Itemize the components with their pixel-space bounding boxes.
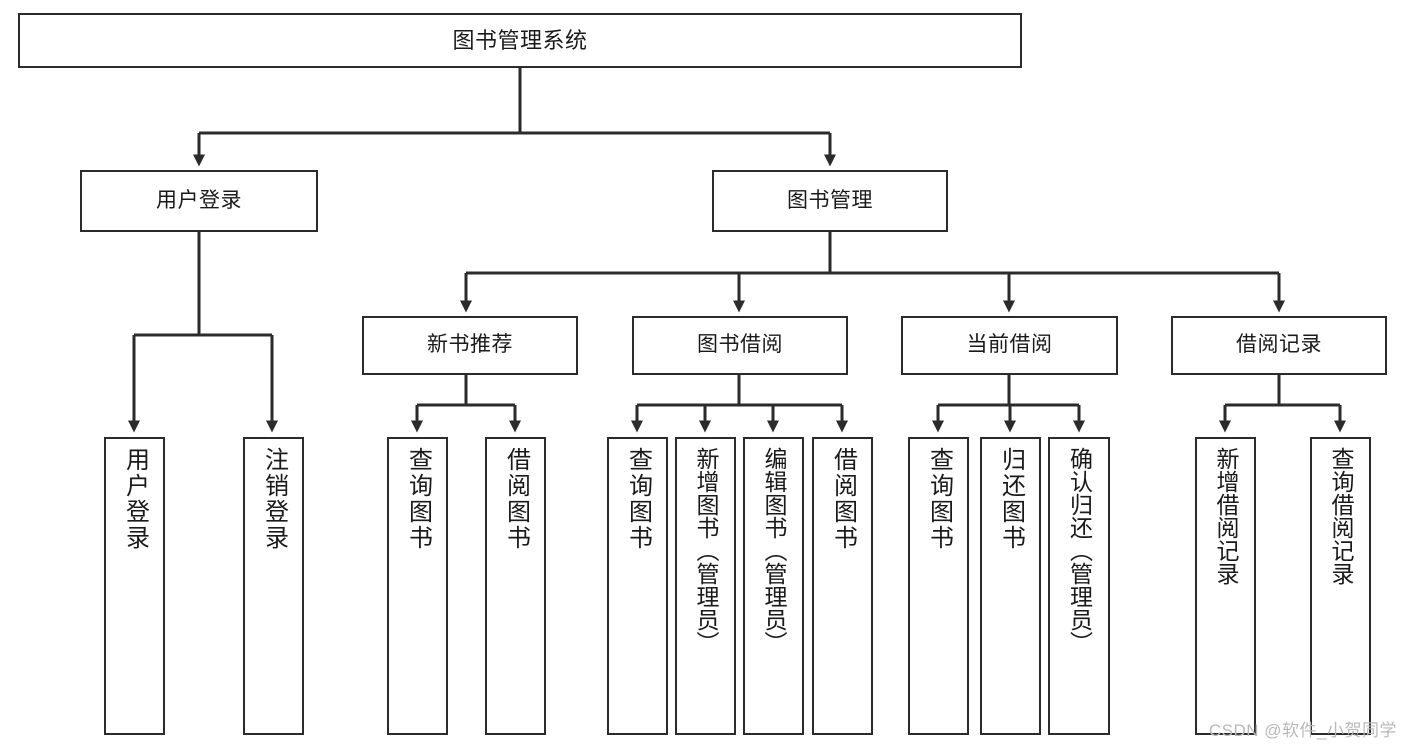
node-label: 查询借阅记录 [1328,447,1354,585]
node-label: 注销登录 [260,447,288,551]
node-label: 用户登录 [156,188,242,212]
node-label: 当前借阅 [966,333,1053,357]
leaf-add-book-admin[interactable]: 新增图书（管理员） [675,437,736,735]
watermark-text: CSDN @软件_小贺同学 [1208,721,1397,740]
node-book-management[interactable]: 图书管理 [712,170,948,232]
leaf-edit-book-admin[interactable]: 编辑图书（管理员） [743,437,804,735]
node-label: 借阅图书 [829,447,857,551]
leaf-return-book[interactable]: 归还图书 [980,437,1041,735]
leaf-borrow-book-2[interactable]: 借阅图书 [812,437,873,735]
node-label: 归还图书 [997,447,1025,551]
node-label: 确认归还（管理员） [1066,447,1093,654]
leaf-query-book-2[interactable]: 查询图书 [607,437,668,735]
node-book-borrowing[interactable]: 图书借阅 [632,316,848,375]
leaf-confirm-return-admin[interactable]: 确认归还（管理员） [1048,437,1110,735]
node-current-borrowing[interactable]: 当前借阅 [901,316,1118,375]
node-label: 查询图书 [925,447,953,551]
node-label: 借阅图书 [502,447,530,551]
leaf-query-book-1[interactable]: 查询图书 [387,437,448,735]
leaf-logout[interactable]: 注销登录 [243,437,304,735]
node-new-book-recommendation[interactable]: 新书推荐 [362,316,578,375]
node-label: 用户登录 [121,447,149,551]
node-label: 图书借阅 [697,333,783,357]
leaf-query-book-3[interactable]: 查询图书 [908,437,969,735]
node-borrow-records[interactable]: 借阅记录 [1171,316,1387,375]
node-label: 查询图书 [624,447,652,551]
leaf-user-login[interactable]: 用户登录 [104,437,165,735]
node-user-login[interactable]: 用户登录 [80,170,318,232]
node-label: 查询图书 [404,447,432,551]
node-root-book-management-system[interactable]: 图书管理系统 [18,13,1022,68]
node-label: 新增借阅记录 [1213,447,1239,585]
node-label: 借阅记录 [1236,333,1322,357]
node-label: 图书管理系统 [452,27,588,53]
leaf-query-borrow-record[interactable]: 查询借阅记录 [1310,437,1371,735]
node-label: 新增图书（管理员） [693,447,719,654]
node-label: 图书管理 [787,188,873,212]
node-label: 编辑图书（管理员） [761,447,787,654]
leaf-borrow-book-1[interactable]: 借阅图书 [485,437,546,735]
leaf-add-borrow-record[interactable]: 新增借阅记录 [1195,437,1256,735]
node-label: 新书推荐 [427,333,513,357]
